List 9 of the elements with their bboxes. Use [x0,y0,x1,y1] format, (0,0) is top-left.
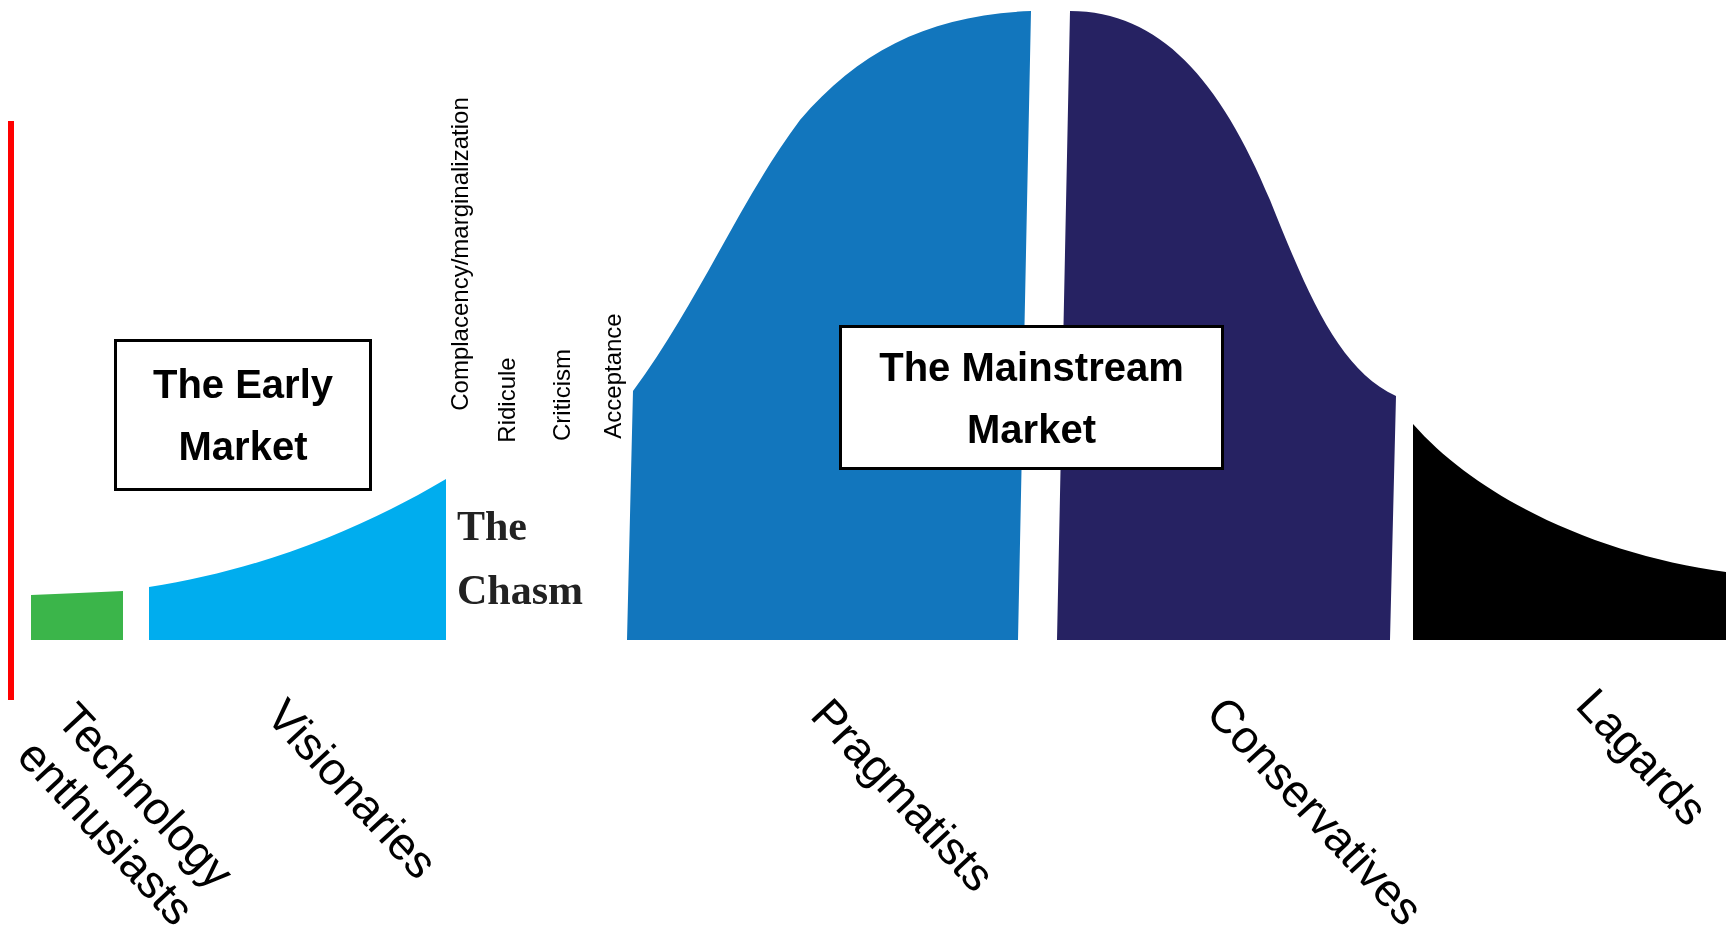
market-box [839,325,1224,470]
market-title: The Mainstream Market [878,343,1185,453]
market-box [114,339,372,491]
stage-label: Criticism [547,349,576,441]
stage-label: Ridicule [492,357,521,443]
chasm-label: The Chasm [457,502,585,615]
stage-label: Complacency/marginalization [445,97,474,411]
market-title: The Early Market [151,361,335,470]
stage-label: Acceptance [598,313,627,439]
